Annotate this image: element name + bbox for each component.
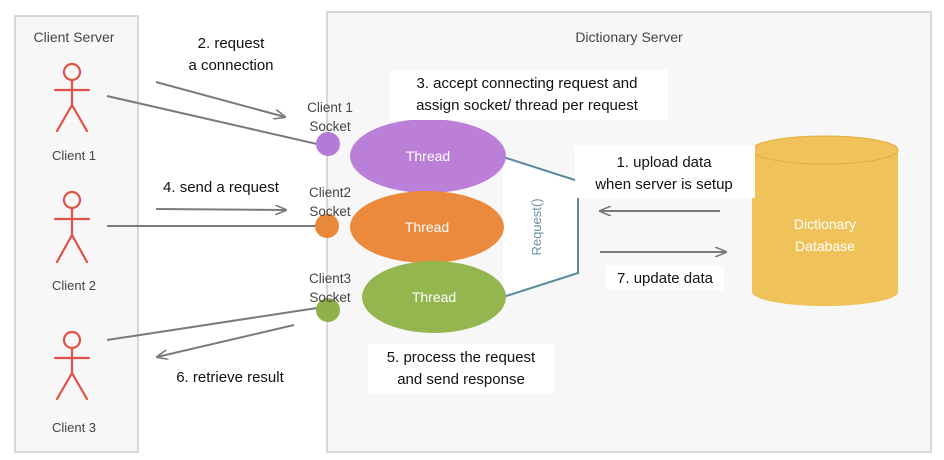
client-2-socket-label-line1: Client2 [309,185,351,200]
step-3-line2: assign socket/ thread per request [416,97,639,114]
client-1-socket [316,132,340,156]
step-1-line2: when server is setup [594,176,733,193]
client-2-socket-label-line2: Socket [309,204,351,219]
client-3-socket-label-line2: Socket [309,290,351,305]
dictionary-database [751,135,899,306]
client-2-label: Client 2 [52,278,96,293]
client-1-figure [53,62,91,133]
step-3-line1: 3. accept connecting request and [417,75,638,92]
request-connection-arrow [155,81,285,117]
client-3-socket [316,298,340,322]
step-2-line1: 2. request [198,35,266,52]
thread-1 [350,119,506,193]
client-server-panel [14,15,139,453]
step-1-line1: 1. upload data [616,154,712,171]
step-4: 4. send a request [163,179,280,196]
client-1-label: Client 1 [52,148,96,163]
thread-1-label: Thread [406,148,450,164]
thread-2-label: Thread [405,219,449,235]
client-1-connection-line [106,95,318,145]
client-1-socket-label-line1: Client 1 [307,100,353,115]
step-7: 7. update data [617,270,714,287]
dictionary-server-title: Dictionary Server [575,29,683,45]
client-3-socket-label-line1: Client3 [309,271,351,286]
client-3-label: Client 3 [52,420,96,435]
database-label-line1: Dictionary [794,216,856,232]
step-2-line2: a connection [188,57,273,74]
step-5-line1: 5. process the request [387,349,536,366]
client-3-figure [53,330,91,401]
client-server-title: Client Server [34,29,115,45]
thread-3 [362,261,506,333]
request-box-label: Request() [529,198,544,255]
step-6: 6. retrieve result [176,369,284,386]
client-2-figure [53,190,91,264]
database-label-line2: Database [795,238,855,254]
client-1-socket-label-line2: Socket [309,119,351,134]
step-5-line2: and send response [397,371,525,388]
thread-3-label: Thread [412,289,456,305]
client-3-connection-line [106,307,318,341]
request-box [502,156,579,298]
retrieve-result-arrow [157,324,295,357]
client-2-socket [315,214,339,238]
thread-2 [350,191,504,263]
send-request-arrow [155,209,286,210]
